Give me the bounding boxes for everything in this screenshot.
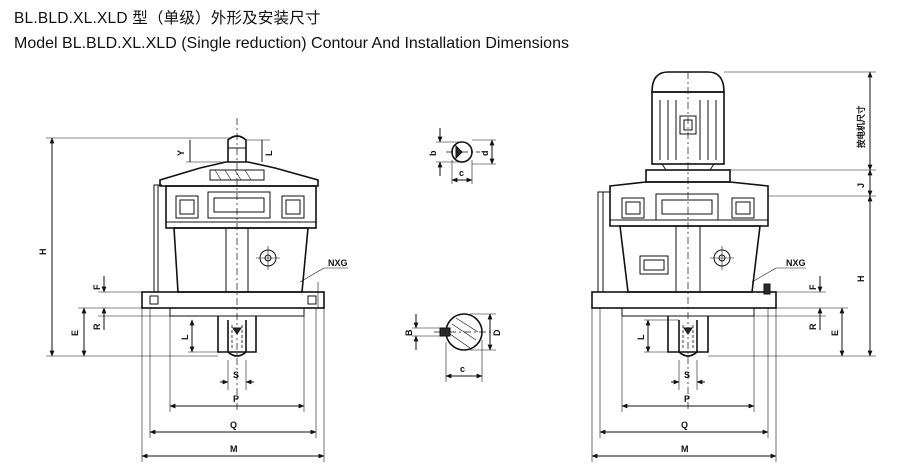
dim-motor-size-right: 按电机尺寸 [856,105,866,148]
dim-L-right: L [636,334,646,340]
dim-R-left: R [92,323,102,330]
dim-M-left: M [230,444,238,454]
output-shaft-section [412,313,496,382]
dim-F-left: F [92,284,102,290]
dim-S-right: S [684,370,690,380]
input-shaft-section [436,128,496,184]
dim-E-right: E [830,330,840,336]
dim-b-section: b [428,150,438,156]
right-reducer-view [591,71,876,462]
dim-D-section: D [492,329,502,336]
dim-R-right: R [808,323,818,330]
dim-NXG-right: NXG [786,258,806,268]
dim-F-right: F [808,284,818,290]
dim-P-left: P [233,394,239,404]
page-title-english: Model BL.BLD.XL.XLD (Single reduction) C… [14,35,569,52]
dim-Q-left: Q [230,420,237,430]
dim-P-right: P [684,394,690,404]
left-dimensions [46,137,348,462]
dim-H-left: H [38,249,48,256]
dim-L-shaft-left: L [180,334,190,340]
left-reducer-view: H Y L F R E L NXG S P Q M [38,118,348,462]
page-title-chinese: BL.BLD.XL.XLD 型（单级）外形及安装尺寸 [14,10,321,27]
right-dimensions [591,71,876,462]
dim-c-section-top: c [459,168,464,178]
dim-d-section: d [480,151,490,157]
dim-M-right: M [681,444,689,454]
dim-c-section-bottom: c [460,364,465,374]
dim-S-left: S [233,370,239,380]
dim-L-top-left: L [264,150,274,156]
dim-B-section: B [404,329,414,336]
dim-E-left: E [70,330,80,336]
dim-H-right: H [856,276,866,283]
dim-Q-right: Q [681,420,688,430]
dim-NXG-left: NXG [328,258,348,268]
dim-J-right: J [856,183,866,188]
dim-Y-left: Y [176,150,186,156]
